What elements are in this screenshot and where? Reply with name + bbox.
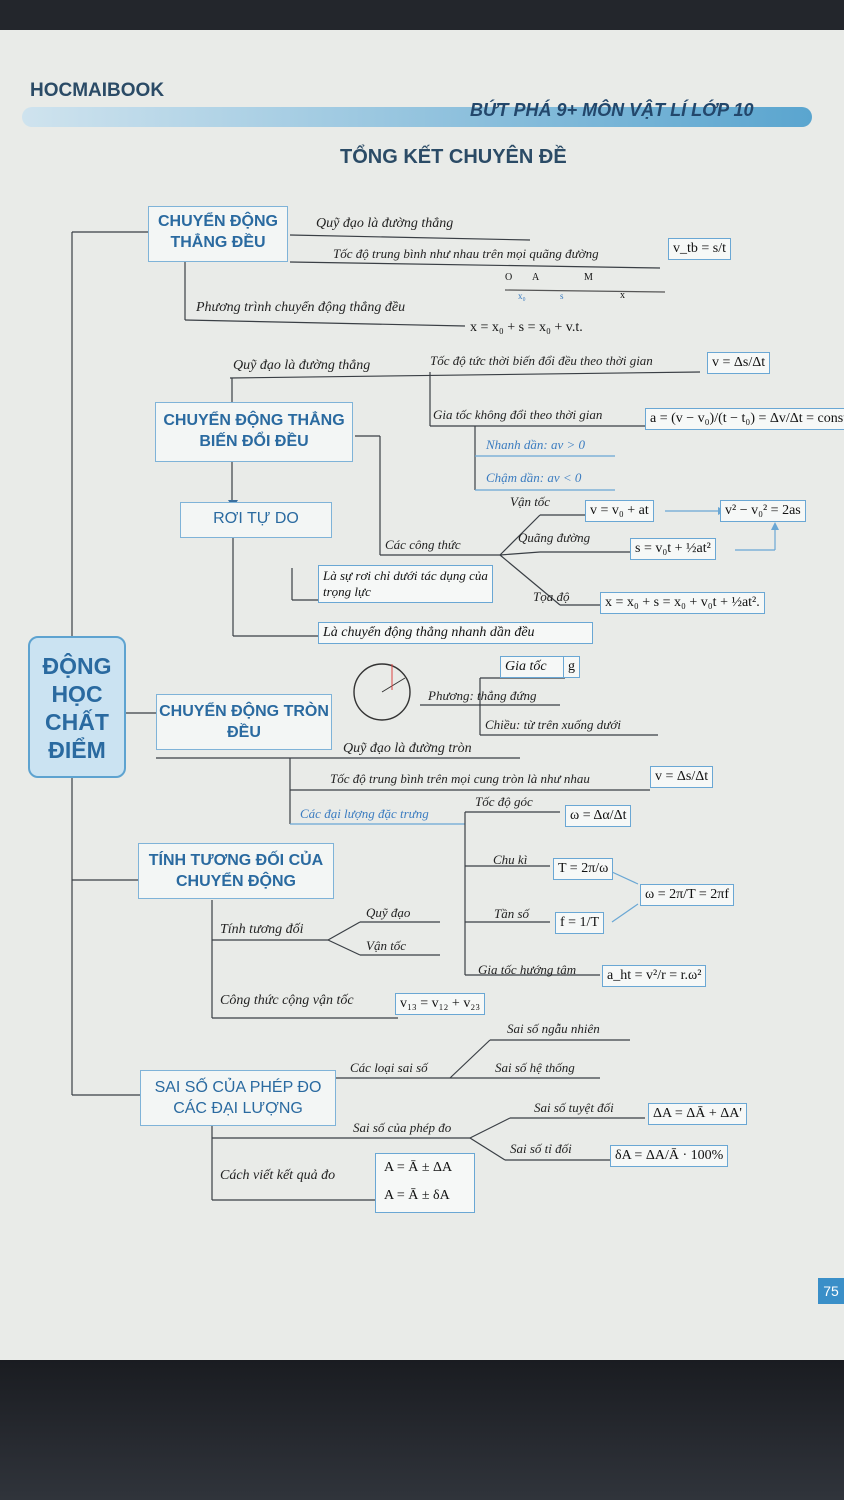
formula-v-circular: v = Δs/Δt xyxy=(650,766,714,788)
label-f3: Gia tốc xyxy=(500,656,569,678)
axis-label-o: O xyxy=(505,272,513,283)
label-f2: Là chuyển động thẳng nhanh dần đều xyxy=(318,622,593,644)
label-f1: Là sự rơi chỉ dưới tác dụng của trọng lự… xyxy=(318,565,493,603)
label-e3: Sai số hệ thống xyxy=(495,1060,575,1075)
page-title: TỔNG KẾT CHUYÊN ĐỀ xyxy=(340,146,567,168)
formula-v1: v = v₀ + at xyxy=(585,500,654,522)
label-a5: Chậm dần: av < 0 xyxy=(486,470,582,485)
label-e6: Sai số tỉ đối xyxy=(510,1141,572,1156)
label-c5: Chu kì xyxy=(493,852,528,867)
formula-absolute-error: ΔA = ΔĀ + ΔA' xyxy=(648,1103,747,1125)
node-uniform-motion: CHUYỂN ĐỘNG THẲNG ĐỀU xyxy=(148,206,288,262)
axis-label-s: s xyxy=(560,291,564,301)
axis-label-a: A xyxy=(532,272,540,283)
formula-x-uniform: x = x₀ + s = x₀ + v.t. xyxy=(470,320,583,335)
root-label: ĐỘNG HỌC CHẤT ĐIỂM xyxy=(42,653,112,763)
formula-omega: ω = Δα/Δt xyxy=(565,805,632,827)
label-c4: Tốc độ góc xyxy=(475,794,533,809)
axis-label-x0: x₀ xyxy=(518,291,526,301)
label-c7: Gia tốc hướng tâm xyxy=(478,962,577,977)
formula-result-2: A = Ā ± δA xyxy=(384,1188,450,1203)
label-u3: Phương trình chuyển động thẳng đều xyxy=(196,300,406,315)
page-number: 75 xyxy=(818,1278,844,1304)
label-c3: Các đại lượng đặc trưng xyxy=(300,806,429,821)
node-accelerated-label: CHUYỂN ĐỘNG THẲNG BIẾN ĐỔI ĐỀU xyxy=(163,412,345,450)
formula-v2: v² − v₀² = 2as xyxy=(720,500,806,522)
label-e5: Sai số tuyệt đối xyxy=(534,1100,614,1115)
header-band xyxy=(22,107,812,127)
label-e7: Cách viết kết quả đo xyxy=(220,1168,336,1183)
formula-a: a = (v − v₀)/(t − t₀) = Δv/Δt = const xyxy=(645,408,844,430)
axis-label-x: x xyxy=(620,290,625,301)
formula-velocity-addition: v₁₃ = v₁₂ + v₂₃ xyxy=(395,993,486,1015)
label-a4: Nhanh dần: av > 0 xyxy=(486,437,586,452)
formula-result-group: A = Ā ± ΔA A = Ā ± δA xyxy=(375,1153,475,1213)
node-errors-label: SAI SỐ CỦA PHÉP ĐO CÁC ĐẠI LƯỢNG xyxy=(154,1079,322,1117)
formula-relative-error: δA = ΔA/Ā · 100% xyxy=(610,1145,729,1167)
formula-vtb: v_tb = s/t xyxy=(668,238,732,260)
formula-period: T = 2π/ω xyxy=(553,858,614,880)
label-a1: Quỹ đạo là đường thẳng xyxy=(233,358,371,373)
node-free-fall-label: RƠI TỰ DO xyxy=(213,510,299,527)
label-u2: Tốc độ trung bình như nhau trên mọi quãn… xyxy=(333,246,599,261)
label-r2: Quỹ đạo xyxy=(366,905,411,920)
formula-omega2: ω = 2π/T = 2πf xyxy=(640,884,734,906)
axis-label-m: M xyxy=(584,272,593,283)
label-e1: Các loại sai số xyxy=(350,1060,428,1075)
label-distance: Quãng đường xyxy=(518,530,591,545)
label-velocity: Vận tốc xyxy=(510,494,551,509)
formula-v-instant: v = Δs/Δt xyxy=(707,352,771,374)
publisher-name: HOCMAIBOOK xyxy=(30,80,165,101)
background-shadow xyxy=(0,1360,844,1500)
label-coordinate: Tọa độ xyxy=(533,589,570,604)
formula-g: g xyxy=(563,656,580,678)
label-e4: Sai số của phép đo xyxy=(353,1120,452,1135)
label-c1: Quỹ đạo là đường tròn xyxy=(343,741,472,756)
label-formulas: Các công thức xyxy=(385,537,461,552)
book-title: BỨT PHÁ 9+ MÔN VẬT LÍ LỚP 10 xyxy=(470,100,754,120)
node-relative-motion: TÍNH TƯƠNG ĐỐI CỦA CHUYỂN ĐỘNG xyxy=(138,843,334,899)
formula-x-accel: x = x₀ + s = x₀ + v₀t + ½at². xyxy=(600,592,765,614)
label-a2: Tốc độ tức thời biến đổi đều theo thời g… xyxy=(430,353,653,368)
label-r1: Tính tương đối xyxy=(220,922,304,937)
node-relative-label: TÍNH TƯƠNG ĐỐI CỦA CHUYỂN ĐỘNG xyxy=(148,852,324,890)
formula-result-1: A = Ā ± ΔA xyxy=(384,1160,453,1175)
label-e2: Sai số ngẫu nhiên xyxy=(507,1021,600,1036)
label-a3: Gia tốc không đổi theo thời gian xyxy=(433,407,603,422)
node-free-fall: RƠI TỰ DO xyxy=(180,502,332,538)
label-r4: Công thức cộng vận tốc xyxy=(220,993,354,1008)
node-accelerated-motion: CHUYỂN ĐỘNG THẲNG BIẾN ĐỔI ĐỀU xyxy=(155,402,353,462)
label-u1: Quỹ đạo là đường thẳng xyxy=(316,216,454,231)
label-f5: Chiều: từ trên xuống dưới xyxy=(485,717,621,732)
label-c2: Tốc độ trung bình trên mọi cung tròn là … xyxy=(330,771,590,786)
node-circular-motion: CHUYỂN ĐỘNG TRÒN ĐỀU xyxy=(156,694,332,750)
label-r3: Vận tốc xyxy=(366,938,407,953)
label-c6: Tần số xyxy=(494,906,530,921)
formula-aht: a_ht = v²/r = r.ω² xyxy=(602,965,707,987)
node-circular-label: CHUYỂN ĐỘNG TRÒN ĐỀU xyxy=(159,703,329,741)
label-f4: Phương: thẳng đứng xyxy=(428,688,537,703)
formula-s: s = v₀t + ½at² xyxy=(630,538,716,560)
formula-frequency: f = 1/T xyxy=(555,912,604,934)
node-uniform-label: CHUYỂN ĐỘNG THẲNG ĐỀU xyxy=(157,213,278,251)
node-measurement-errors: SAI SỐ CỦA PHÉP ĐO CÁC ĐẠI LƯỢNG xyxy=(140,1070,336,1126)
root-node: ĐỘNG HỌC CHẤT ĐIỂM xyxy=(28,636,126,778)
